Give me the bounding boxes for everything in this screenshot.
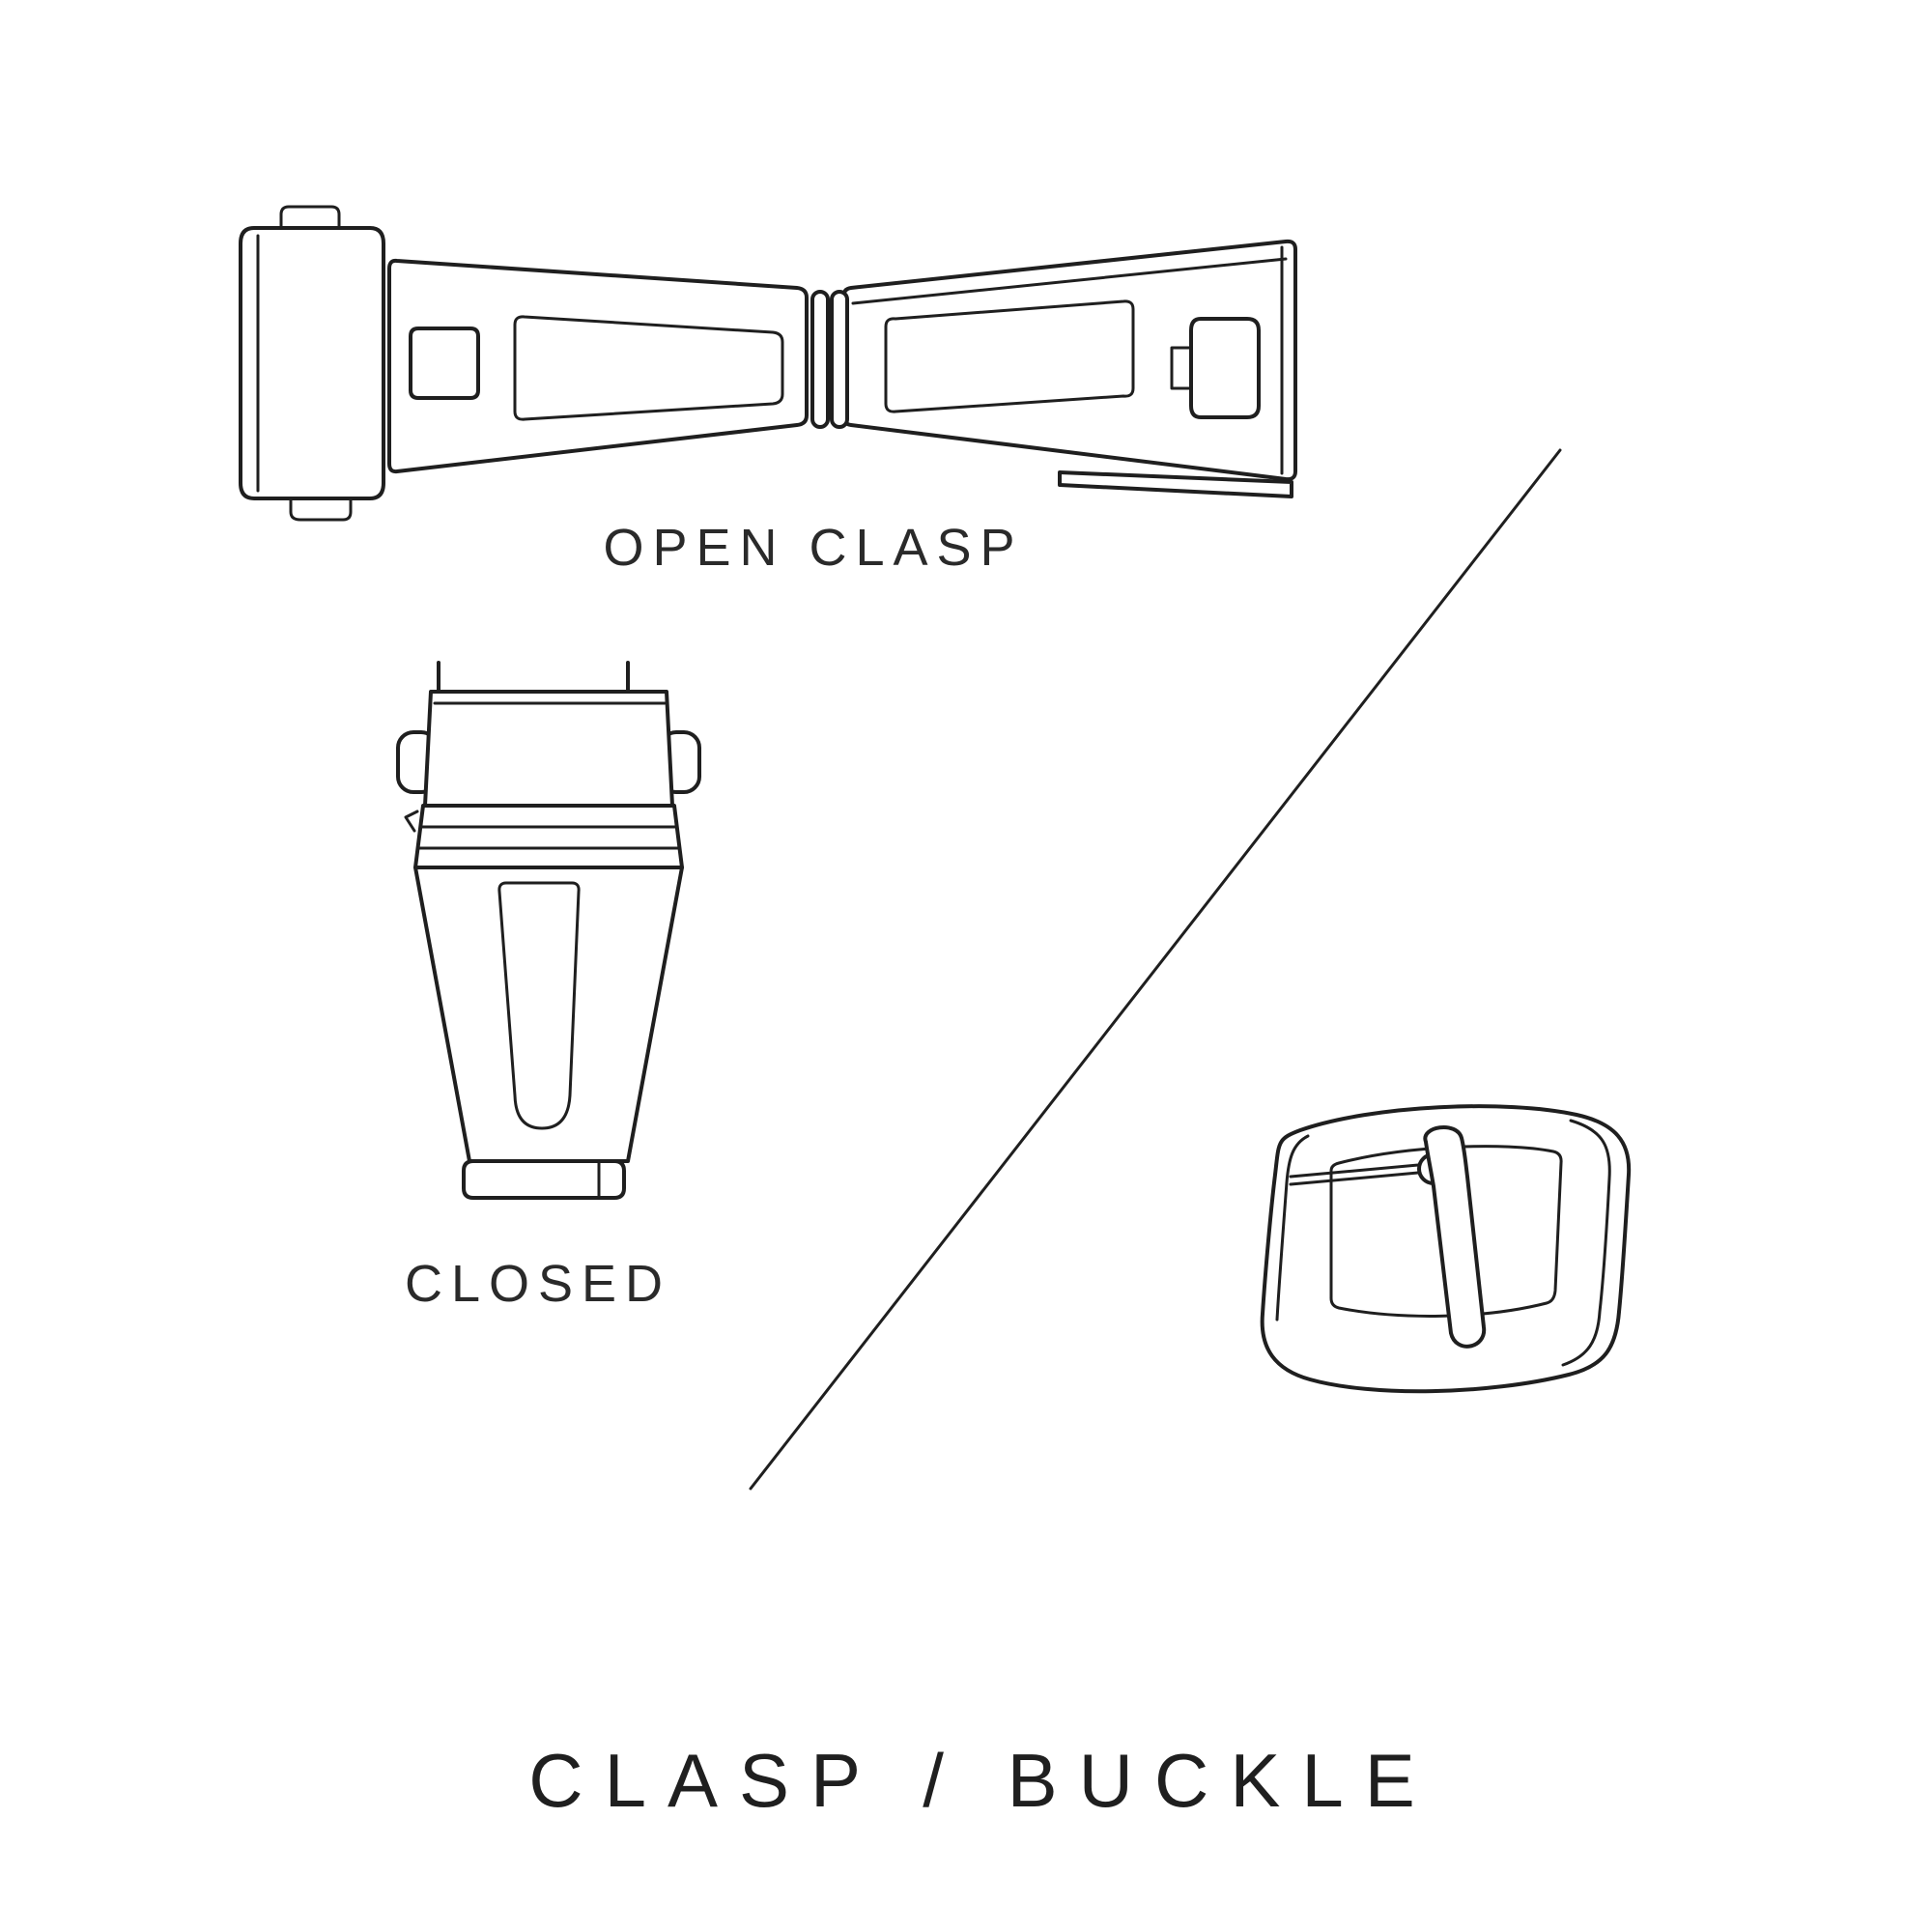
closed-clasp-bottom-bar [462,1159,626,1200]
open-clasp-keeper-notch [1170,346,1193,390]
closed-clasp-label: CLOSED [404,1255,672,1313]
open-clasp-end-link-tab-bottom [289,497,353,522]
open-clasp-top-strip [851,257,1288,305]
closed-clasp-drawing [396,661,701,1200]
closed-clasp-band-fold [404,810,419,833]
closed-clasp-illustration [396,661,701,1200]
open-clasp-left-arm [387,258,809,474]
open-clasp-catch-notch [409,327,480,400]
buckle-pin-axle [1289,1163,1420,1179]
open-clasp-illustration [239,205,1297,522]
open-clasp-end-link [239,226,385,500]
buckle-tang [1423,1124,1487,1349]
closed-clasp-cover [423,690,674,808]
open-clasp-keeper [1189,317,1261,419]
buckle-left-band-contour [1275,1134,1310,1321]
closed-clasp-slot [497,881,581,1130]
open-clasp-label: OPEN CLASP [603,519,1024,577]
open-clasp-end-link-tab-top [279,205,341,230]
buckle-pin-axle-lower [1289,1171,1420,1186]
open-clasp-right-inner [884,299,1135,413]
open-clasp-hinge-bar-right [830,290,849,429]
open-clasp-drawing [239,205,1297,522]
open-clasp-left-inner [513,315,784,421]
tang-buckle-illustration [1260,1104,1632,1394]
buckle-right-band-contour [1561,1119,1611,1367]
closed-clasp-body [413,866,684,1163]
diagram-title: CLASP / BUCKLE [528,1738,1436,1823]
closed-clasp-band [413,804,684,869]
tang-buckle-drawing [1260,1104,1632,1394]
open-clasp-hinge-bar-left [810,290,830,429]
buckle-inner-opening [1329,1145,1563,1318]
